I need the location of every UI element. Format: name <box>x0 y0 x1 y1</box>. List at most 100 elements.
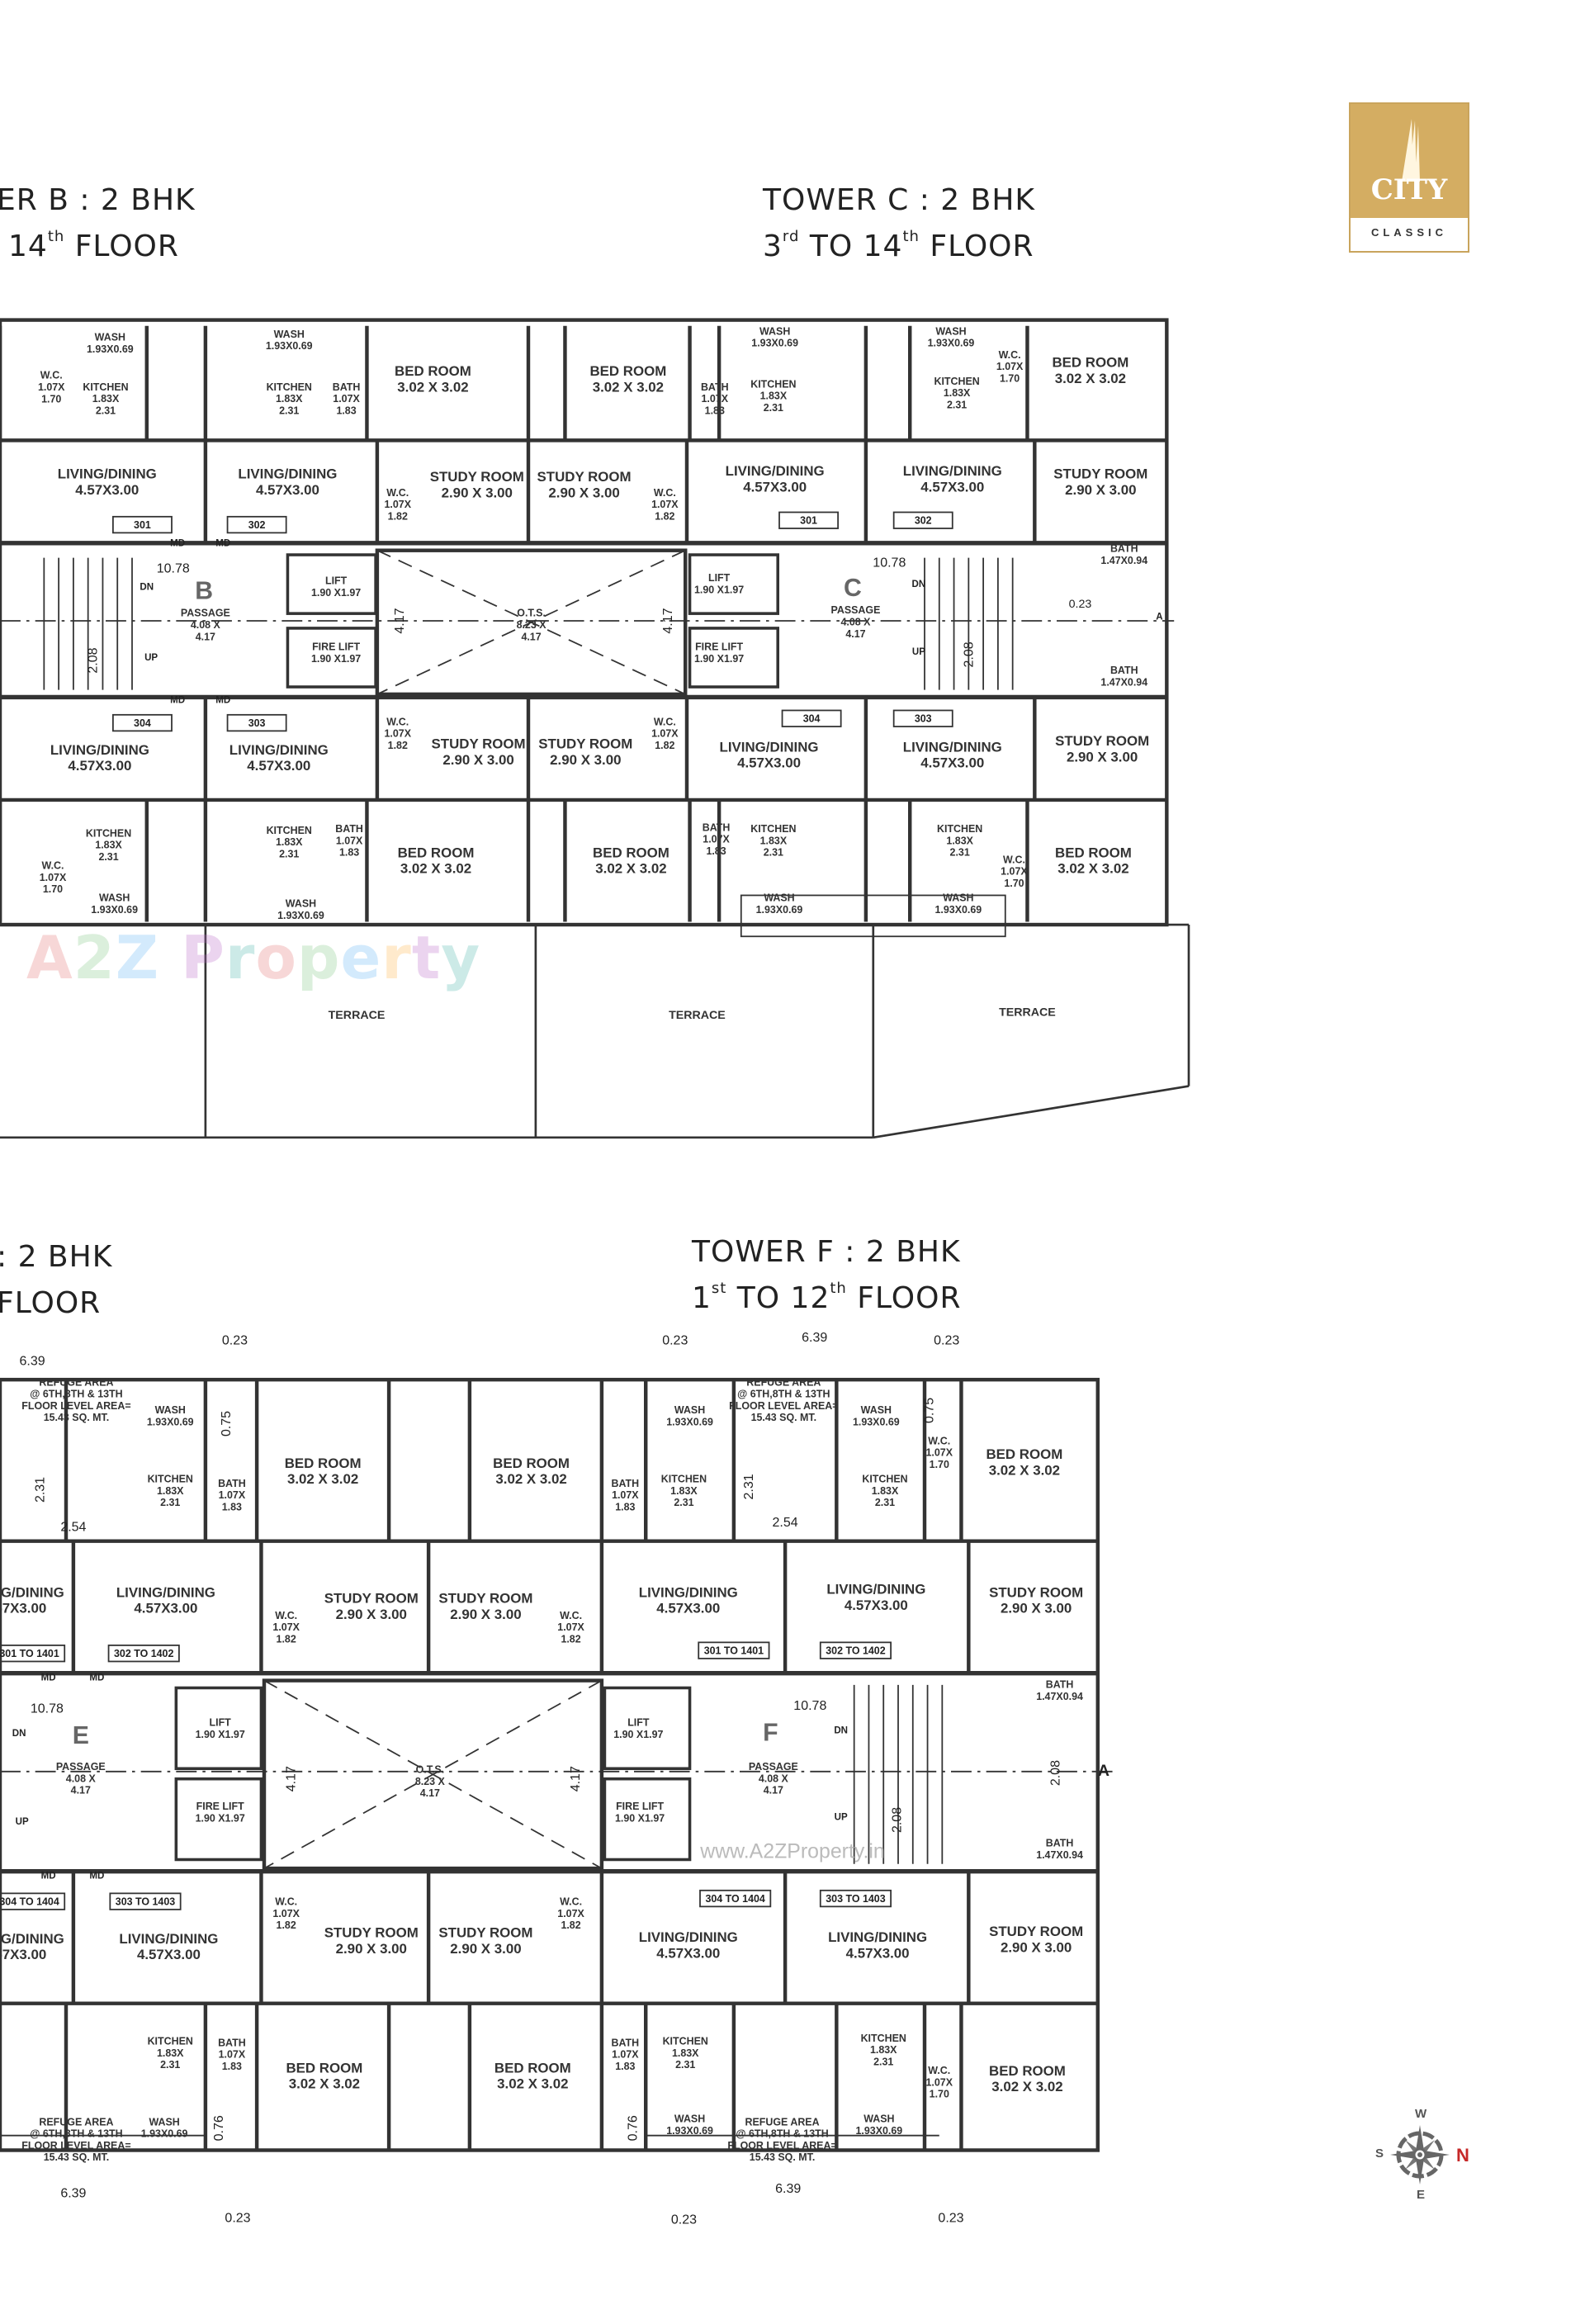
tower-letter: E <box>73 1722 89 1749</box>
wall <box>376 549 686 695</box>
dimension-label: 0.76 <box>212 2115 226 2141</box>
dimension-label: 10.78 <box>31 1702 64 1716</box>
dimension-label: 6.39 <box>802 1331 827 1345</box>
tower-b-floor: 14th FLOOR <box>8 228 179 263</box>
plan-mark: UP <box>912 647 925 657</box>
watermark-letter <box>159 923 181 992</box>
room-outline <box>0 1377 1100 2152</box>
watermark-letter: r <box>381 923 412 992</box>
dimension-label: 4.17 <box>393 608 407 633</box>
unit-number-box <box>112 515 173 534</box>
plan-mark: DN <box>912 580 926 589</box>
wall <box>873 1085 1190 1139</box>
room-outline <box>740 894 1006 938</box>
tower-letter: B <box>195 577 213 604</box>
dimension-label: 6.39 <box>60 2186 86 2200</box>
tower-f-floor: 1st TO 12th FLOOR <box>692 1280 962 1315</box>
unit-number-box <box>107 1645 180 1663</box>
watermark-letter: t <box>411 923 442 992</box>
unit-number: 302 TO 1402 <box>826 1645 885 1657</box>
dimension-label: 2.31 <box>742 1474 756 1499</box>
plan-mark: UP <box>835 1812 848 1822</box>
plan-mark: DN <box>12 1729 26 1739</box>
plan-mark: UP <box>144 653 158 663</box>
unit-number: 301 TO 1401 <box>0 1648 59 1659</box>
dimension-label: 2.54 <box>60 1520 86 1534</box>
unit-number: 303 <box>915 713 932 725</box>
watermark-letter: Z <box>115 923 160 992</box>
unit-number: 304 <box>803 713 821 725</box>
watermark-letter: p <box>296 923 341 992</box>
dimension-label: 10.78 <box>873 556 906 570</box>
room-outline <box>375 548 688 697</box>
plan-mark: MD <box>170 538 185 548</box>
unit-number-box <box>892 709 953 727</box>
plan-mark: MD <box>41 1872 56 1881</box>
room-outline <box>262 1678 604 1871</box>
room-outline <box>286 553 377 615</box>
watermark-letter: e <box>340 923 382 992</box>
compass: W S E N <box>1375 2107 1469 2202</box>
dimension-label: 2.08 <box>891 1807 905 1833</box>
dimension-label: 2.08 <box>86 647 100 673</box>
unit-number: 303 TO 1403 <box>826 1893 885 1905</box>
plan-mark: A <box>1156 612 1163 622</box>
dimension-label: 0.76 <box>627 2115 641 2141</box>
dimension-label: 2.31 <box>33 1477 47 1503</box>
unit-number: 302 TO 1402 <box>114 1648 173 1659</box>
unit-number: 302 <box>915 515 932 527</box>
tower-c-floor: 3rd TO 14th FLOOR <box>763 228 1034 263</box>
compass-south: S <box>1375 2147 1384 2161</box>
dimension-label: 0.23 <box>938 2212 963 2226</box>
watermark-letter: 2 <box>73 923 116 992</box>
unit-number: 302 <box>248 519 266 531</box>
dimension-label: 2.08 <box>963 641 977 667</box>
tower-e-title: : 2 BHK <box>0 1240 113 1274</box>
unit-number-box <box>781 709 842 727</box>
